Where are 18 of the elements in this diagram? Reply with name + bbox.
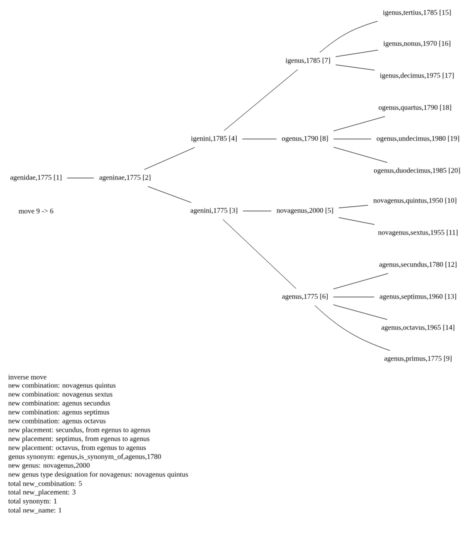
tree-branch	[338, 217, 375, 225]
tree-branch	[333, 116, 386, 132]
tree-branch	[224, 69, 298, 131]
tree-branch	[333, 296, 374, 298]
tree-branch	[242, 138, 277, 140]
tree-branch	[314, 305, 390, 351]
tree-branch	[242, 210, 272, 212]
tree-branch	[320, 20, 378, 53]
tree-branch	[335, 64, 375, 70]
tree-branch	[148, 186, 192, 203]
tree-branch	[333, 304, 388, 320]
tree-branch	[333, 146, 388, 163]
tree-branch	[335, 50, 378, 57]
tree-branch	[333, 138, 372, 140]
tree-branch	[222, 219, 296, 289]
tree-branch	[144, 147, 195, 170]
tree-branch	[333, 273, 388, 290]
tree-branch	[338, 205, 368, 208]
